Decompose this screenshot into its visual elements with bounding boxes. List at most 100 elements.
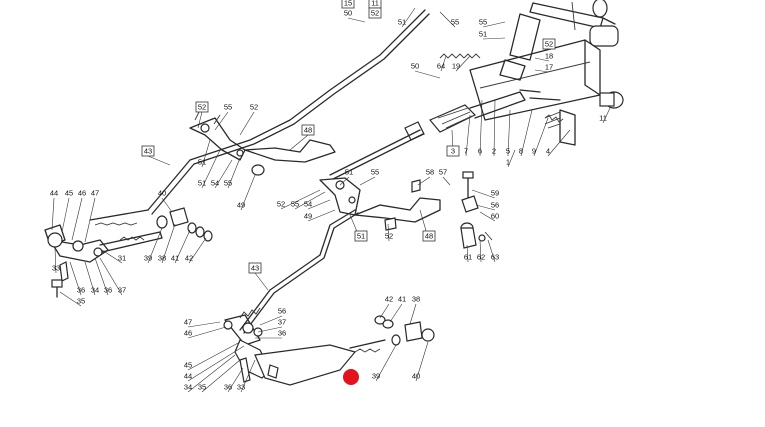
callout-c34: 4 bbox=[546, 129, 571, 157]
callout-c54: 33 bbox=[52, 247, 60, 274]
leader-line bbox=[188, 237, 207, 264]
callout-number: 38 bbox=[158, 254, 166, 263]
callout-number: 42 bbox=[185, 254, 193, 263]
callout-c17: 55 bbox=[214, 103, 232, 131]
callout-c48: 48 bbox=[419, 209, 436, 242]
callout-number: 6 bbox=[478, 147, 482, 156]
springs bbox=[439, 53, 564, 123]
callout-number: 47 bbox=[184, 318, 192, 327]
callout-number: 52 bbox=[545, 40, 553, 49]
leader-line bbox=[442, 176, 451, 186]
callout-c14: 19 bbox=[452, 55, 471, 72]
leader-line bbox=[387, 223, 390, 242]
selection-marker[interactable] bbox=[343, 369, 359, 385]
leader-line bbox=[201, 139, 211, 168]
leader-line bbox=[375, 344, 397, 382]
leader-line bbox=[201, 359, 241, 393]
callout-c56: 39 bbox=[144, 227, 163, 264]
callout-box bbox=[422, 230, 436, 242]
callout-c74: 42 bbox=[379, 295, 393, 319]
leader-line bbox=[414, 70, 441, 79]
leader-line bbox=[602, 107, 611, 124]
leader-line bbox=[84, 261, 96, 296]
callout-number: 56 bbox=[278, 307, 286, 316]
callout-c07: 55 bbox=[479, 18, 506, 28]
callout-c70: 37 bbox=[257, 318, 286, 333]
callout-c82: 33 bbox=[237, 359, 256, 393]
leader-line bbox=[482, 37, 506, 40]
callout-number: 50 bbox=[344, 9, 352, 18]
callout-number: 49 bbox=[304, 212, 312, 221]
lower-center-linkage bbox=[223, 314, 386, 386]
callout-c08: 51 bbox=[479, 30, 506, 40]
callout-c42: 52 bbox=[277, 189, 321, 210]
callout-number: 51 bbox=[479, 30, 487, 39]
leader-line bbox=[409, 303, 417, 325]
callout-c21: 51 bbox=[198, 139, 211, 168]
callout-c09: 52 bbox=[542, 38, 556, 50]
left-lower-linkage bbox=[44, 224, 163, 298]
leader-line bbox=[307, 199, 331, 210]
leader-line bbox=[227, 157, 241, 189]
middle-rod bbox=[239, 209, 359, 334]
bolt-fittings bbox=[460, 171, 493, 249]
leader-line bbox=[307, 209, 336, 222]
callout-c72: 47 bbox=[184, 318, 221, 328]
callout-number: 36 bbox=[104, 286, 112, 295]
callout-number: 48 bbox=[425, 232, 433, 241]
callout-number: 35 bbox=[198, 383, 206, 392]
callout-c36: 55 bbox=[359, 168, 379, 186]
callout-number: 35 bbox=[77, 297, 85, 306]
callout-c76: 38 bbox=[409, 295, 420, 325]
callout-c35: 51 bbox=[339, 168, 353, 186]
callout-number: 33 bbox=[237, 383, 245, 392]
leader-line bbox=[466, 244, 469, 263]
callout-number: 52 bbox=[371, 9, 379, 18]
leader-line bbox=[257, 326, 283, 333]
callout-c24: 55 bbox=[224, 157, 241, 189]
callout-box bbox=[248, 262, 262, 274]
callout-box bbox=[354, 230, 368, 242]
callout-number: 36 bbox=[77, 286, 85, 295]
callout-box bbox=[542, 38, 556, 50]
leader-line bbox=[197, 111, 203, 129]
callout-c83: 39 bbox=[372, 344, 397, 382]
callout-number: 38 bbox=[412, 295, 420, 304]
callout-c69: 56 bbox=[259, 307, 286, 326]
callout-c77: 45 bbox=[184, 341, 241, 371]
callout-c28: 6 bbox=[478, 99, 483, 157]
leader-line bbox=[389, 303, 403, 323]
leader-line bbox=[294, 191, 326, 210]
callout-number: 11 bbox=[599, 114, 607, 123]
callout-c73: 46 bbox=[184, 326, 227, 339]
callout-number: 37 bbox=[118, 286, 126, 295]
callout-number: 45 bbox=[65, 189, 73, 198]
callout-c31: 1 bbox=[506, 149, 516, 168]
leader-line bbox=[487, 239, 496, 263]
main-shaft-assembly bbox=[469, 0, 624, 146]
callout-number: 55 bbox=[224, 179, 232, 188]
callout-number: 57 bbox=[439, 168, 447, 177]
callout-number: 8 bbox=[519, 147, 523, 156]
callout-c61: 34 bbox=[84, 261, 99, 296]
callout-number: 7 bbox=[464, 147, 468, 156]
callout-c58: 41 bbox=[171, 229, 191, 264]
leader-line bbox=[359, 176, 376, 186]
leader-line bbox=[479, 239, 482, 263]
callout-c64: 35 bbox=[59, 291, 85, 307]
leader-line bbox=[240, 359, 256, 393]
leader-line bbox=[479, 211, 496, 222]
leader-line bbox=[51, 197, 55, 231]
lower-fittings bbox=[374, 315, 435, 346]
callout-c46: 51 bbox=[349, 214, 368, 242]
callout-number: 44 bbox=[184, 372, 192, 381]
leader-line bbox=[227, 367, 244, 393]
callout-number: 51 bbox=[398, 18, 406, 27]
callout-c20: 43 bbox=[141, 145, 171, 166]
callout-box bbox=[195, 101, 209, 113]
leader-line bbox=[471, 189, 496, 199]
callout-c47: 52 bbox=[385, 223, 393, 242]
upper-left-linkage bbox=[189, 109, 336, 176]
callout-number: 54 bbox=[304, 200, 312, 209]
callout-c13: 64 bbox=[437, 55, 447, 72]
